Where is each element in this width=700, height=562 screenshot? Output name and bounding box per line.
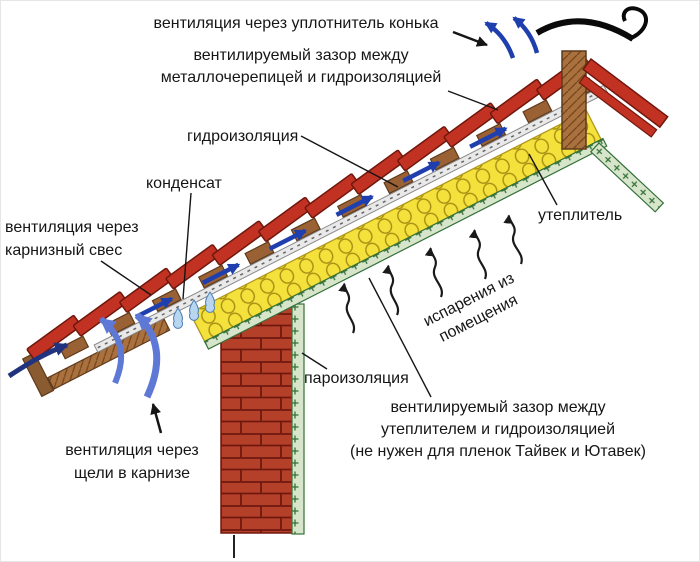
- label-eaves-vent-line1: вентиляция через: [5, 219, 139, 236]
- label-gap-insulation-line1: вентилируемый зазор между: [390, 399, 605, 416]
- ridge-cap: [535, 18, 635, 42]
- label-insulation: утеплитель: [538, 207, 622, 224]
- waterproofing-membrane: [93, 84, 609, 353]
- label-vapor-barrier: пароизоляция: [304, 370, 409, 387]
- vapor-barrier-vertical: [291, 303, 305, 535]
- ridge-cap-curl: [621, 6, 648, 41]
- label-eaves-vent-line2: карнизный свес: [5, 242, 122, 259]
- membrane-strip: [589, 142, 665, 213]
- eaves-inflow-arrow: [7, 342, 69, 379]
- roof-tile: [582, 57, 669, 129]
- roof-slope-assembly: [21, 53, 609, 398]
- leader-vapor-barrier: [301, 352, 328, 370]
- label-ridge-vent: вентиляция через уплотнитель конька: [154, 15, 439, 32]
- label-cornice-vent-line2: щели в карнизе: [74, 465, 190, 482]
- far-slope-tiles: [578, 57, 669, 138]
- far-slope-membrane: [589, 142, 665, 213]
- ridge-outflow-arrow: [512, 16, 540, 54]
- eaves-inflow-arrow: [134, 312, 161, 399]
- leader-waterproofing: [300, 135, 399, 188]
- leader-eaves-vent: [100, 260, 152, 296]
- leader-cornice-vent: [150, 403, 163, 434]
- ridge-board: [561, 50, 587, 150]
- vapor-barrier-sloped: [203, 137, 608, 350]
- brick-wall: [220, 302, 294, 534]
- ridge-outflow-arrow: [484, 21, 516, 59]
- label-gap-insulation-line2: утеплителем и гидроизоляцией: [381, 421, 615, 438]
- eaves-inflow-arrow: [99, 316, 125, 385]
- label-gap-tile-line1: вентилируемый зазор между: [193, 47, 408, 64]
- roof-tile: [578, 74, 658, 138]
- label-waterproofing: гидроизоляция: [187, 128, 298, 145]
- leader-insulation: [528, 153, 558, 206]
- leader-condensate: [182, 192, 192, 300]
- label-gap-tile-line2: металлочерепицей и гидроизоляцией: [161, 69, 442, 86]
- label-cornice-vent-line1: вентиляция через: [65, 442, 199, 459]
- label-condensate: конденсат: [146, 175, 223, 192]
- label-gap-insulation-line3: (не нужен для пленок Тайвек и Ютавек): [350, 443, 646, 460]
- membrane-dots: [97, 89, 605, 349]
- leader-gap-tile: [447, 90, 499, 111]
- leader-gap-insulation: [368, 277, 432, 398]
- leader-ridge-vent: [452, 30, 488, 47]
